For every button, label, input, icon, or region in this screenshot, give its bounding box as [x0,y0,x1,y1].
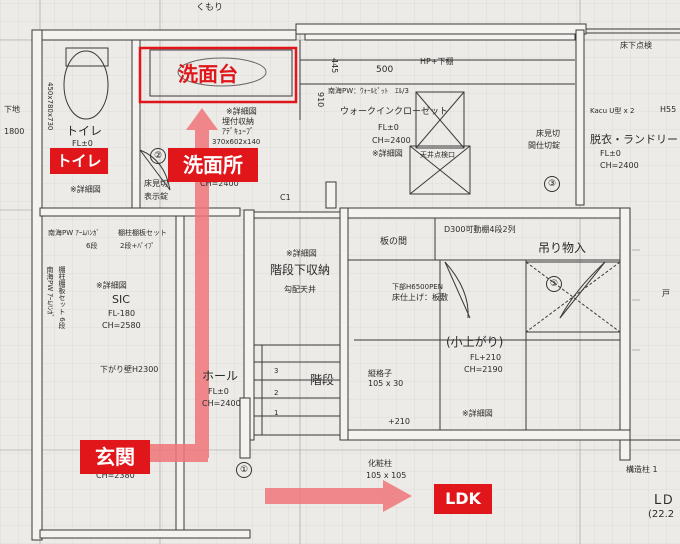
sic-shelf-row2-right: 2段+ﾊﾟｲﾌﾟ [120,242,155,250]
walkin-name: ウォークインクローゼット [340,107,449,117]
walkin-fl: FL±0 [378,123,399,132]
dim-445: 445 [330,58,339,74]
lattice-size: 105 x 30 [368,379,404,388]
ceiling-hatch: 天井点検口 [420,151,455,159]
wash-storage: 埋付収納 [222,117,254,126]
ldk-plan-size: (22.2 [648,509,675,520]
ldk-plan-label: LＤ [654,493,675,508]
c1-label: C1 [280,193,291,202]
kacu-label: Kacu U型 x 2 [590,107,635,115]
sic-side-b: 棚柱棚板セット 6段 [58,266,66,329]
arrow-from-entrance [150,444,208,462]
kojo-plus: +210 [388,417,410,426]
sic-shelf-left: 南海PW ｱｰﾑﾊﾝｶﾞ [48,229,100,237]
right-cut-2: 間仕切錠 [528,141,560,150]
walkin-ch: CH=2400 [372,136,411,145]
sink-highlight-box [138,46,298,104]
arrow-to-ldk-head [383,480,412,512]
stair-step-1: 1 [274,409,279,417]
h55-label: H55 [660,105,677,114]
grid-circle-5: ⑤ [546,276,562,292]
sic-name: SIC [112,293,130,306]
toilet-left-ge: 下地 [4,105,20,114]
arrow-to-ldk-shaft [265,488,385,504]
sic-shelf-mid: 棚柱棚板セット [118,229,167,237]
kojo-fl: FL+210 [470,353,502,362]
sink-callout: 洗面台 [178,62,238,86]
sic-fl: FL-180 [108,309,136,318]
stair-step-3: 3 [274,367,279,375]
wash-detail: ※詳細図 [226,107,257,116]
grid-circle-2: ② [150,148,166,164]
wash-ch: CH=2400 [200,179,239,188]
right-cut-1: 床見切 [536,129,560,138]
stair-storage-detail: ※詳細図 [286,249,317,258]
door-label: 戸 [662,289,670,298]
column-size: 105 x 105 [366,471,407,480]
genkan-ch: CH=2380 [96,471,135,480]
dim-500: 500 [376,65,394,75]
stair-storage-slope: 勾配天井 [284,285,316,294]
dim-910: 910 [316,92,325,108]
arrow-to-sink-head [186,108,218,130]
grid-circle-3: ③ [544,176,560,192]
washroom-callout: 洗面所 [168,148,258,182]
toilet-callout: トイレ [50,148,108,174]
column-name: 化粧柱 [368,459,392,468]
laundry-name: 脱衣・ランドリー [590,133,678,146]
floor-cut-left-2: 表示錠 [144,192,168,201]
sic-ch: CH=2580 [102,321,141,330]
kojo-spec1: 下部H6500PEN [392,283,443,291]
sic-shelf-row2-left: 6段 [86,242,98,250]
laundry-ch: CH=2400 [600,161,639,170]
toilet-dim: 450x780x730 [46,82,54,131]
hanging-storage: 吊り物入 [538,241,587,255]
movable-shelf: D300可動棚4段2列 [444,225,516,234]
toilet-room-name: トイレ [66,124,103,138]
top-label: くもり [196,3,224,13]
laundry-fl: FL±0 [600,149,621,158]
stair-step-2: 2 [274,389,279,397]
walkin-detail: ※詳細図 [372,149,403,158]
lattice-name: 縦格子 [368,369,392,378]
sic-side-a: 南海PW ｱｰﾑﾊﾝｶﾞ [46,266,54,318]
sic-detail: ※詳細図 [96,281,127,290]
walkin-maker: 南海PW：ｳｫｰﾙﾋﾟｯﾄ ｴﾙ/3 [328,87,409,95]
struct-column: 構造柱 1 [626,465,658,474]
kojo-detail: ※詳細図 [462,409,493,418]
toilet-detail: ※詳細図 [70,185,101,194]
entrance-callout: 玄関 [80,440,150,474]
sic-wall: 下がり壁H2300 [100,365,159,374]
kojo-name: (小上がり) [446,335,504,349]
toilet-fl: FL±0 [72,139,93,148]
hp-shelf: HP+下棚 [420,57,454,66]
ldk-callout: LDK [434,484,492,514]
arrow-to-sink-shaft [195,128,209,458]
grid-circle-1: ① [236,462,252,478]
wash-cube: ｱﾃﾞｷｭｰﾌﾞ [222,127,254,136]
kojo-ch: CH=2190 [464,365,503,374]
floor-cut-left-1: 床見切 [144,179,168,188]
kojo-spec2: 床仕上げ：板敷 [392,293,448,302]
board-floor: 板の間 [380,237,408,247]
stairs-name: 階段 [310,373,335,387]
wash-size: 370x602x140 [212,138,261,146]
hall-name: ホール [202,369,239,383]
hall-ch: CH=2400 [202,399,241,408]
stair-storage-name: 階段下収納 [270,263,331,277]
hall-fl: FL±0 [208,387,229,396]
underfloor-check: 床下点検 [620,41,652,50]
toilet-left-dim: 1800 [4,127,25,136]
